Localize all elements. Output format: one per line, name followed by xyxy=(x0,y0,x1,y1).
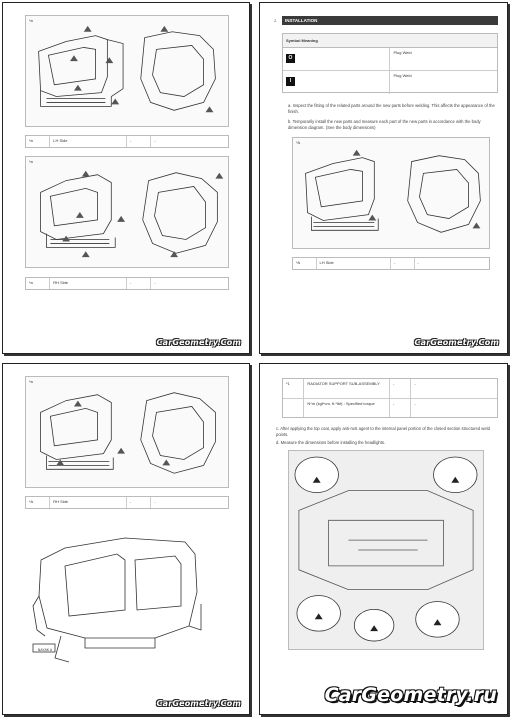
manual-page-3: *a *A RH Side - - xyxy=(2,363,250,715)
radiator-support-illustration xyxy=(40,392,216,474)
ref-cell: *A xyxy=(293,258,317,269)
ref-cell: *a xyxy=(26,278,51,289)
table-row: *1 RADIATOR SUPPORT SUB-ASSEMBLY - - xyxy=(283,379,497,399)
ref-cell-2: - xyxy=(391,258,415,269)
reference-table: *A RH Side - - xyxy=(25,496,229,509)
table-row: I Plug Weld xyxy=(283,71,497,94)
table-row: N*m (kgf*cm, ft.*lbf) : Specified torque… xyxy=(283,399,497,417)
ref-cell: *a xyxy=(26,136,51,147)
manual-page-1: *a *a LH Side - - *a xyxy=(2,2,250,354)
section-title: INSTALLATION xyxy=(282,16,498,25)
plug-weld-icon: O xyxy=(286,54,295,63)
instruction-c: c. After applying the top coat, apply an… xyxy=(276,426,490,437)
instruction-a: a. Inspect the fitting of the related pa… xyxy=(288,103,495,114)
ref-cell: *A xyxy=(26,497,51,508)
figure-tag: *A xyxy=(296,140,301,145)
vehicle-front-structure-illustration xyxy=(289,451,483,649)
symbol-meaning: Plug Weld xyxy=(393,50,412,55)
description-cell: N*m (kgf*cm, ft.*lbf) : Specified torque xyxy=(304,399,390,417)
ref-cell: *1 xyxy=(283,379,305,398)
reference-table-rh: *a RH Side - - xyxy=(25,277,229,290)
radiator-support-illustration-rh xyxy=(40,170,224,258)
symbol-meaning: Plug Weld xyxy=(393,73,412,78)
watermark-logo: CarGeometry.Com xyxy=(414,338,499,347)
description-cell-2: - xyxy=(414,381,416,386)
reference-table-lh: *a LH Side - - xyxy=(25,135,229,148)
watermark-logo: CarGeometry.ru xyxy=(324,684,497,706)
watermark-logo: CarGeometry.Com xyxy=(156,699,241,708)
body-dimension-photo-diagram xyxy=(288,450,484,650)
ref-cell-2: - xyxy=(127,278,152,289)
description-cell-2: - xyxy=(414,401,416,406)
table-row: O Plug Weld xyxy=(283,48,497,71)
figure-tag: *a xyxy=(29,18,33,23)
radiator-support-install-illustration xyxy=(305,149,481,233)
ref-cell-2: - xyxy=(390,379,412,398)
callout-box: NAYAK A xyxy=(37,648,53,652)
symbol-table-header: Symbol Meaning xyxy=(283,34,497,48)
manual-page-4: *1 RADIATOR SUPPORT SUB-ASSEMBLY - - N*m… xyxy=(259,363,508,715)
description-cell: RH Side xyxy=(50,497,127,508)
reference-table: *1 RADIATOR SUPPORT SUB-ASSEMBLY - - N*m… xyxy=(282,378,498,418)
symbol-table: Symbol Meaning O Plug Weld I Plug Weld xyxy=(282,33,498,94)
instruction-b: b. Temporarily install the new parts and… xyxy=(288,119,481,130)
instruction-d: d. Measure the dimensions before install… xyxy=(276,440,386,445)
description-cell-2: - xyxy=(154,280,156,285)
plug-weld-icon: I xyxy=(286,77,295,86)
torque-icon-cell xyxy=(283,399,305,417)
description-cell: RADIATOR SUPPORT SUB-ASSEMBLY xyxy=(304,379,390,398)
section-number: 2. xyxy=(274,18,278,23)
rh-side-weld-diagram: *a xyxy=(25,376,229,488)
lh-side-weld-diagram: *a xyxy=(25,15,229,127)
watermark-logo: CarGeometry.Com xyxy=(156,338,241,347)
ref-cell-2: - xyxy=(390,399,412,417)
figure-tag: *a xyxy=(29,379,33,384)
rh-side-weld-diagram: *a xyxy=(25,156,229,268)
ref-cell-2: - xyxy=(127,136,152,147)
radiator-support-overview xyxy=(32,537,202,663)
manual-page-2: 2. INSTALLATION Symbol Meaning O Plug We… xyxy=(259,2,508,354)
description-cell-2: - xyxy=(154,499,156,504)
figure-tag-2: *a xyxy=(29,159,33,164)
ref-cell-2: - xyxy=(127,497,152,508)
installation-diagram: *A xyxy=(292,137,490,249)
radiator-support-assembly-diagram xyxy=(25,520,229,670)
description-cell-2: - xyxy=(154,138,156,143)
description-cell: LH Side xyxy=(50,136,127,147)
radiator-support-illustration xyxy=(38,25,216,113)
description-cell-2: - xyxy=(417,260,419,265)
description-cell: RH Side xyxy=(50,278,127,289)
description-cell: LH Side xyxy=(317,258,391,269)
reference-table: *A LH Side - - xyxy=(292,257,490,270)
